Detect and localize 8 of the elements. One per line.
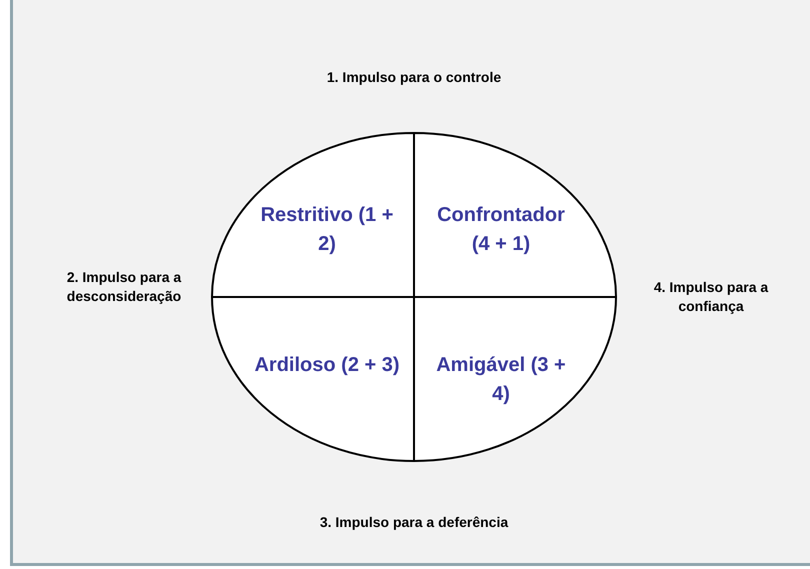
axis-label: 3. Impulso para a deferência [318, 513, 510, 532]
quadrant-label: Ardiloso (2 + 3) [253, 353, 401, 378]
quadrant-label: Confrontador (4 + 1) [436, 203, 566, 257]
axis-label: 4. Impulso para a confiança [652, 278, 770, 316]
quadrant-label: Amigável (3 + 4) [435, 353, 567, 407]
axis-label: 1. Impulso para o controle [326, 68, 502, 87]
axis-label: 2. Impulso para a desconsideração [66, 268, 182, 306]
quadrant-label: Restritivo (1 + 2) [260, 203, 394, 257]
